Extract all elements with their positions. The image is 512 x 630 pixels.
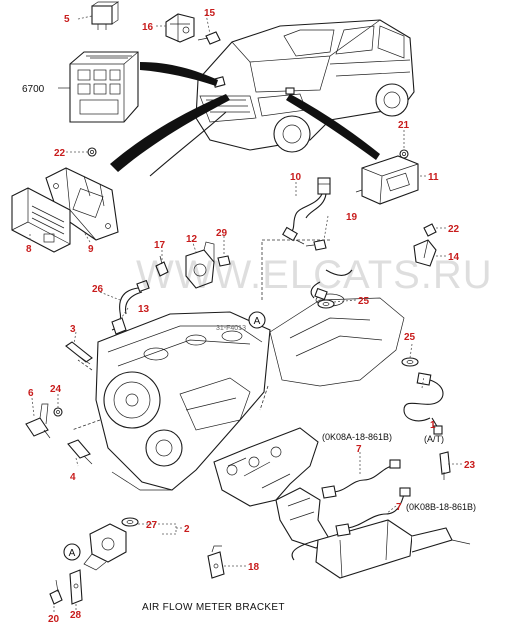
gasket-part-27 bbox=[121, 517, 139, 527]
callout-2: 2 bbox=[184, 524, 190, 535]
callout-11: 11 bbox=[428, 172, 439, 183]
callout-10: 10 bbox=[290, 172, 302, 183]
callout-15: 15 bbox=[204, 8, 216, 19]
diagram-code: 31-F4013 bbox=[216, 325, 246, 332]
callout-20: 20 bbox=[48, 614, 60, 625]
watermark: WWW.ELCATS.RU bbox=[136, 253, 493, 297]
callout-19: 19 bbox=[346, 212, 358, 223]
callout-16: 16 bbox=[142, 22, 154, 33]
bracket-part-28 bbox=[69, 569, 83, 605]
clip-part-29 bbox=[217, 255, 231, 267]
callout-28: 28 bbox=[70, 610, 82, 621]
leader-lines bbox=[29, 13, 462, 612]
callout-26: 26 bbox=[92, 284, 104, 295]
callout-25-upper: 25 bbox=[358, 296, 370, 307]
callout-22-right: 22 bbox=[448, 224, 460, 235]
vehicle-illustration bbox=[195, 19, 415, 153]
bolt-part-15 bbox=[197, 31, 221, 45]
callout-13: 13 bbox=[138, 304, 150, 315]
sensor-part-6 bbox=[25, 403, 51, 439]
air-flow-meter-bracket-part-18 bbox=[207, 545, 225, 579]
bolt-part-3 bbox=[65, 341, 93, 365]
bolt-part-17 bbox=[155, 255, 169, 277]
reference-marker-a-bracket: A bbox=[63, 543, 81, 561]
thermostat-part-2 bbox=[83, 523, 127, 571]
reference-letter: A bbox=[254, 316, 261, 327]
reference-letter: A bbox=[69, 548, 76, 559]
heat-shield-part-23 bbox=[439, 451, 451, 480]
fuse-box-6700 bbox=[58, 51, 139, 123]
sensor-part-4 bbox=[67, 439, 93, 465]
callout-numbers: 5 16 15 22 21 11 10 19 22 14 9 8 17 12 2… bbox=[26, 8, 476, 625]
callout-9: 9 bbox=[88, 244, 94, 255]
callout-12: 12 bbox=[186, 234, 198, 245]
clip-part-22-right bbox=[423, 223, 437, 237]
ref-6700: 6700 bbox=[22, 84, 45, 95]
callout-29: 29 bbox=[216, 228, 228, 239]
intake-manifold bbox=[259, 239, 405, 411]
relay-part-5 bbox=[91, 1, 120, 30]
location-indicators bbox=[110, 62, 380, 177]
bolt-part-19 bbox=[305, 239, 327, 251]
gasket-part-25-upper bbox=[317, 299, 335, 309]
sensor-part-12 bbox=[185, 241, 215, 289]
callout-18: 18 bbox=[248, 562, 260, 573]
callout-1: 1 bbox=[430, 420, 436, 431]
oxygen-sensor-part-7-upper bbox=[321, 459, 401, 499]
callout-23: 23 bbox=[464, 460, 476, 471]
callout-7-lower: 7 bbox=[396, 502, 402, 513]
exhaust-pipe bbox=[291, 539, 471, 561]
sensor-part-14 bbox=[413, 239, 437, 267]
bracket-part-16 bbox=[165, 13, 195, 43]
sensor-part-13 bbox=[111, 317, 127, 335]
part-code-7b: (0K08B-18-861B) bbox=[406, 502, 476, 512]
bolt-part-20 bbox=[49, 579, 63, 605]
callout-6: 6 bbox=[28, 388, 34, 399]
callout-24: 24 bbox=[50, 384, 62, 395]
callout-8: 8 bbox=[26, 244, 32, 255]
callout-22-upper: 22 bbox=[54, 148, 66, 159]
callout-4: 4 bbox=[70, 472, 76, 483]
sensor-part-1 bbox=[403, 372, 444, 435]
engine-illustration bbox=[71, 311, 271, 491]
at-note: (A/T) bbox=[424, 434, 444, 444]
callout-21: 21 bbox=[398, 120, 410, 131]
clip-part-22-left bbox=[87, 147, 97, 157]
gasket-part-25-lower bbox=[401, 357, 419, 367]
control-unit-part-11 bbox=[355, 155, 419, 205]
callout-17: 17 bbox=[154, 240, 166, 251]
callout-14: 14 bbox=[448, 252, 460, 263]
caption-air-flow-meter-bracket: AIR FLOW METER BRACKET bbox=[142, 602, 285, 613]
washer-part-24 bbox=[53, 407, 63, 417]
callout-3: 3 bbox=[70, 324, 76, 335]
ecu-module-part-8 bbox=[11, 187, 71, 253]
reference-marker-a-engine: A bbox=[248, 311, 266, 329]
callout-25-lower: 25 bbox=[404, 332, 416, 343]
oxygen-sensor-part-7-lower bbox=[335, 487, 411, 537]
part-code-7a: (0K08A-18-861B) bbox=[322, 432, 392, 442]
callout-27: 27 bbox=[146, 520, 158, 531]
exhaust-manifold bbox=[213, 427, 331, 549]
callout-7-upper: 7 bbox=[356, 444, 362, 455]
oxygen-sensor-part-10 bbox=[282, 177, 331, 245]
sensor-harness-upper bbox=[310, 269, 353, 301]
callout-5: 5 bbox=[64, 14, 70, 25]
